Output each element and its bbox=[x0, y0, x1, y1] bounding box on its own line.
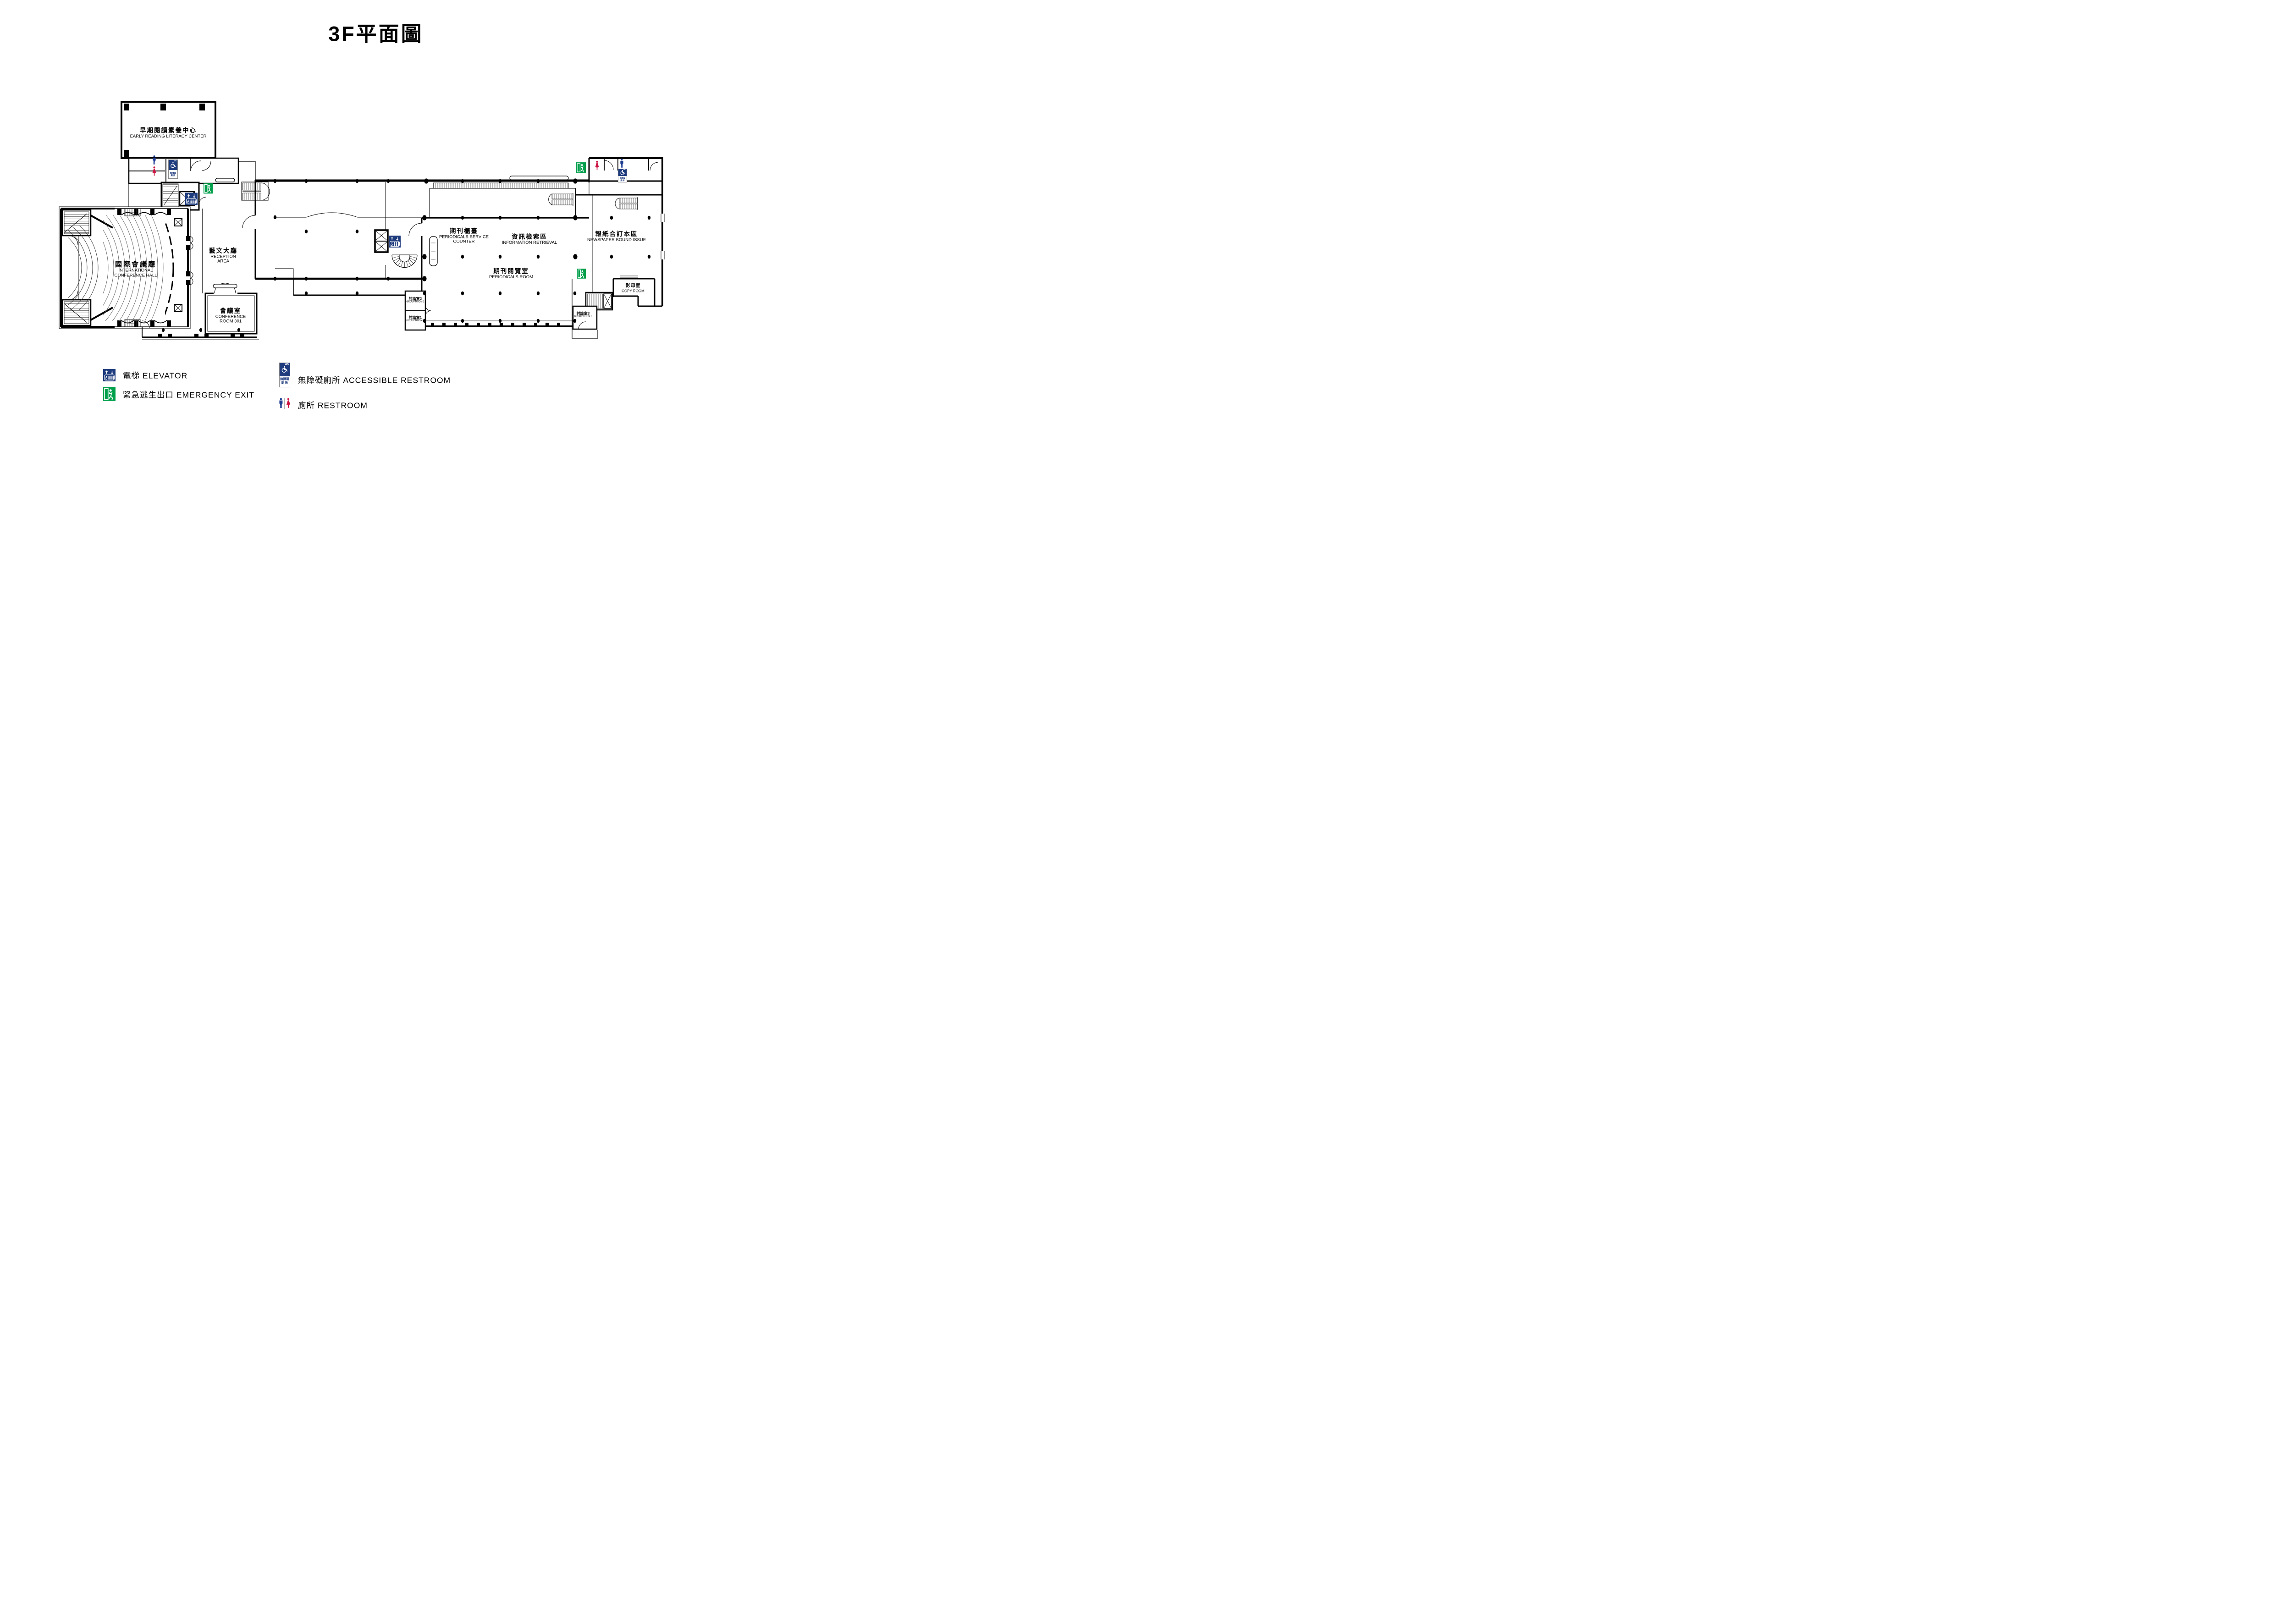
wheelchair-icon: WC bbox=[280, 363, 290, 376]
legend-label-elevator: 電梯 ELEVATOR bbox=[123, 371, 188, 380]
floor-plan-page: 3F平面圖 bbox=[0, 0, 719, 431]
elevator-sign bbox=[103, 369, 116, 381]
central-zone bbox=[255, 179, 589, 296]
emergency-exit-sign bbox=[103, 387, 116, 401]
structural-columns bbox=[161, 178, 651, 332]
label-early-reading: 早期閱讀素養中心 EARLY READING LITERACY CENTER bbox=[130, 127, 207, 139]
label-reception-area: 藝文大廳 RECEPTION AREA bbox=[209, 247, 237, 264]
hall-corner-stairs bbox=[61, 209, 92, 326]
label-periodicals-counter: 期刊櫃臺 PERIODICALS SERVICE COUNTER bbox=[439, 227, 489, 244]
label-conference-room-301: 會議室 CONFERENCE ROOM 301 bbox=[215, 307, 246, 324]
legend-label-emergency-exit: 緊急逃生出口 EMERGENCY EXIT bbox=[123, 390, 255, 400]
west-stair-elevator-block bbox=[160, 182, 207, 211]
emergency-exit-sign bbox=[577, 268, 586, 279]
female-restroom-icon bbox=[594, 160, 600, 171]
emergency-exit-sign bbox=[204, 183, 213, 194]
southeast-block bbox=[572, 275, 656, 339]
label-group-room-2: 討論室2 GROUP ROOM 2 bbox=[406, 297, 424, 303]
legend-label-accessible-restroom: 無障礙廁所 ACCESSIBLE RESTROOM bbox=[298, 375, 451, 385]
female-restroom-icon bbox=[151, 166, 157, 176]
accessible-restroom-sign: WC 無障礙廁 所 bbox=[168, 160, 178, 179]
newspaper-area bbox=[576, 159, 665, 307]
bench-capsule bbox=[215, 178, 235, 182]
hall-stage bbox=[68, 215, 113, 321]
conference-room-301-outline bbox=[204, 283, 258, 335]
male-restroom-icon bbox=[619, 159, 624, 168]
wheelchair-icon: WC bbox=[618, 169, 627, 176]
legend-label-restroom: 廁所 RESTROOM bbox=[298, 401, 368, 410]
early-reading-room-outline bbox=[121, 101, 216, 159]
hall-right-shafts bbox=[174, 218, 193, 312]
restroom-sign bbox=[278, 395, 292, 413]
male-restroom-icon bbox=[152, 155, 157, 165]
label-information-retrieval: 資訊檢索區 INFORMATION RETRIEVAL bbox=[501, 233, 557, 245]
hall-seating-rows bbox=[103, 215, 164, 321]
label-newspaper-bound-issue: 報紙合訂本區 NEWSPAPER BOUND ISSUE bbox=[587, 230, 646, 242]
wheelchair-icon: WC bbox=[169, 160, 177, 170]
label-periodicals-room: 期刊閱覽室 PERIODICALS ROOM bbox=[489, 267, 534, 280]
label-group-room-1: 討論室1 GROUP ROOM 1 bbox=[406, 315, 424, 322]
label-conference-hall: 國際會議廳 INTERNATIONAL CONFERENCE HALL bbox=[114, 260, 157, 278]
accessible-restroom-sign: WC 無障礙廁 所 bbox=[279, 363, 290, 387]
south-walkway bbox=[142, 320, 259, 340]
accessible-restroom-sign: WC 無障礙廁 所 bbox=[618, 169, 627, 182]
label-group-room-3: 討論室3 GROUP ROOM 3 bbox=[574, 311, 592, 318]
page-title: 3F平面圖 bbox=[328, 22, 424, 46]
label-copy-room: 影印室 COPY ROOM bbox=[622, 283, 645, 293]
periodicals-area bbox=[408, 182, 589, 327]
elevator-sign bbox=[185, 193, 198, 205]
hall-rail-dashed bbox=[165, 220, 174, 316]
group-rooms-1-2 bbox=[404, 290, 431, 331]
elevator-sign bbox=[389, 236, 401, 248]
hall-entrances bbox=[117, 208, 171, 327]
emergency-exit-sign bbox=[576, 161, 586, 174]
floor-plan-svg bbox=[59, 101, 665, 340]
